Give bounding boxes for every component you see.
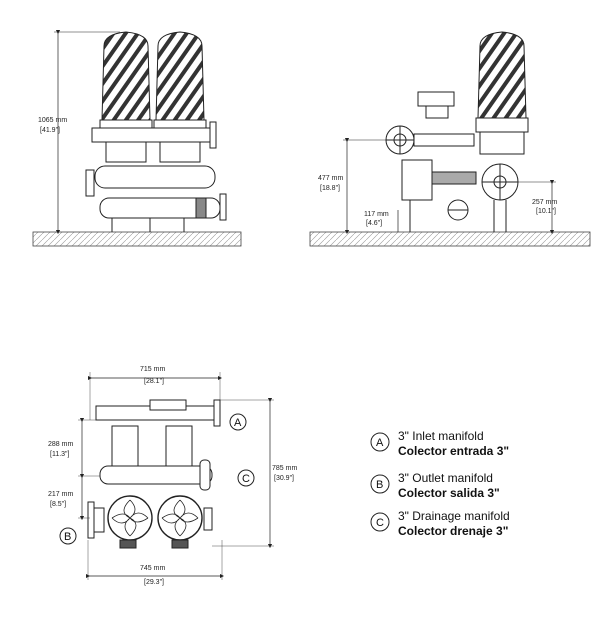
front-height-in: [41.9"] [40,127,60,134]
top-drainage-manifold [99,465,213,485]
top-width-in: [28.1"] [144,378,164,385]
ground-slab-front [32,231,242,247]
marker-c: C [242,473,250,485]
side-inlet-mm: 477 mm [318,175,343,182]
left-lower-mm: 217 mm [48,491,73,498]
marker-c-circle [237,469,255,487]
legend-a-line1: 3" Inlet manifold [398,429,484,443]
side-actuator [417,91,455,107]
left-upper-mm: 288 mm [48,441,73,448]
side-drain-in: [4.6"] [366,220,382,227]
left-upper-in: [11.3"] [50,451,70,458]
side-drain-mm: 117 mm [364,211,389,218]
top-view: 715 mm [28.1"] 745 mm [29.3"] [48,366,297,586]
marker-b: B [64,531,71,543]
legend-c-line1: 3" Drainage manifold [398,509,510,523]
marker-a-circle [229,413,247,431]
svg-text:B: B [376,479,383,491]
front-view: 1065 mm [41.9"] [32,29,242,247]
right-in: [30.9"] [274,475,294,482]
top-disc-left [107,495,153,541]
marker-a: A [234,417,242,429]
legend-item-a: A 3" Inlet manifold Colector entrada 3" [370,429,509,458]
front-filter-left [99,31,153,163]
side-outlet-mm: 257 mm [532,199,557,206]
legend-b-line2: Colector salida 3" [398,486,500,500]
side-view: 477 mm [18.8"] 117 mm [4.6"] 257 mm [10.… [309,31,591,247]
svg-text:A: A [376,437,384,449]
legend-b-line1: 3" Outlet manifold [398,471,493,485]
left-lower-in: [8.5"] [50,501,66,508]
side-inlet-in: [18.8"] [320,185,340,192]
front-height-mm: 1065 mm [38,117,67,124]
legend: A 3" Inlet manifold Colector entrada 3" … [370,429,510,538]
legend-item-c: C 3" Drainage manifold Colector drenaje … [370,509,510,538]
front-middle-manifold [94,165,216,189]
ground-slab-side [309,231,591,247]
legend-a-line2: Colector entrada 3" [398,444,509,458]
top-filter-head-left [111,425,139,467]
bottom-width-mm: 745 mm [140,565,165,572]
svg-text:C: C [376,517,384,529]
legend-c-line2: Colector drenaje 3" [398,524,508,538]
top-width-mm: 715 mm [140,366,165,373]
right-mm: 785 mm [272,465,297,472]
bottom-width-in: [29.3"] [144,579,164,586]
side-outlet-in: [10.1"] [536,208,556,215]
front-upper-manifold [91,127,211,143]
side-filter [475,31,529,155]
legend-item-b: B 3" Outlet manifold Colector salida 3" [370,471,500,500]
top-filter-head-right [165,425,193,467]
top-disc-right [157,495,203,541]
marker-b-circle [59,527,77,545]
